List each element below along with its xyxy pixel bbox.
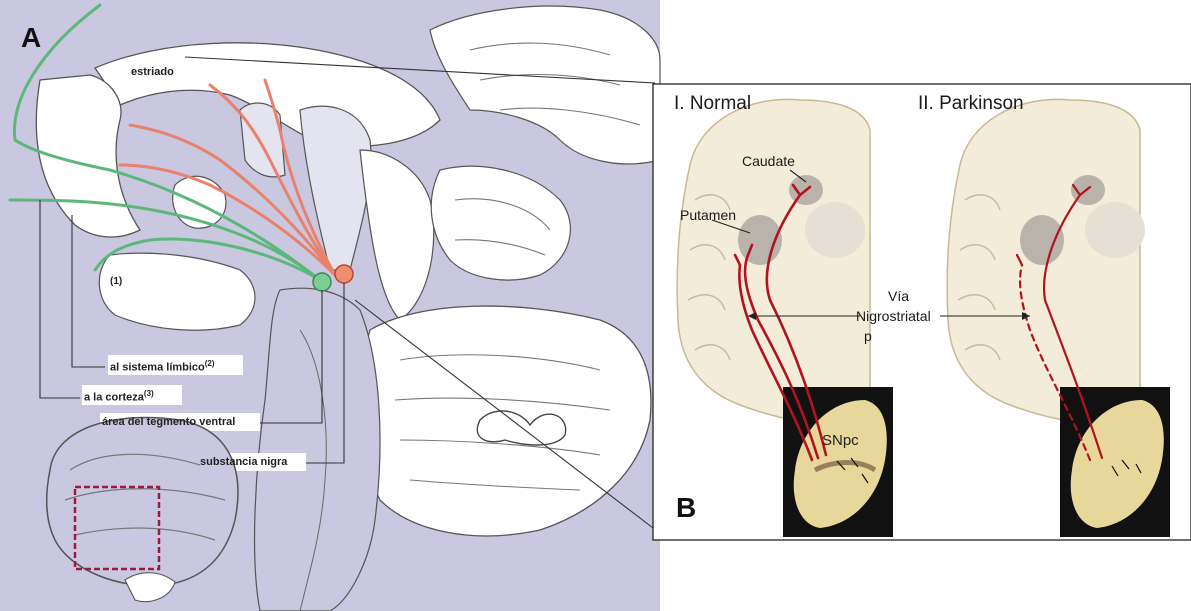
label-number-1: (1) bbox=[110, 276, 122, 287]
label-pathway-line1: Vía bbox=[888, 288, 909, 304]
panel-a-letter: A bbox=[21, 22, 41, 54]
panel-a-illustration bbox=[0, 0, 660, 611]
label-putamen: Putamen bbox=[680, 207, 736, 223]
label-stray-char: p bbox=[864, 328, 872, 344]
title-parkinson: II. Parkinson bbox=[918, 93, 1024, 115]
label-limbic-sup: (2) bbox=[205, 359, 215, 368]
label-snpc: SNpc bbox=[822, 432, 859, 449]
label-striatum: estriado bbox=[131, 66, 174, 78]
title-normal: I. Normal bbox=[674, 93, 751, 115]
label-cortex: a la corteza(3) bbox=[84, 389, 154, 404]
label-limbic-text: al sistema límbico bbox=[110, 362, 205, 374]
label-pathway-line2: Nigrostriatal bbox=[856, 308, 931, 324]
panel-b-letter: B bbox=[676, 492, 696, 524]
label-limbic-system: al sistema límbico(2) bbox=[110, 359, 215, 374]
label-substantia-nigra: substancia nigra bbox=[200, 456, 287, 468]
label-cortex-sup: (3) bbox=[144, 389, 154, 398]
label-ventral-tegmental-area: área del tegmento ventral bbox=[102, 416, 235, 428]
label-cortex-text: a la corteza bbox=[84, 392, 144, 404]
label-caudate: Caudate bbox=[742, 153, 795, 169]
